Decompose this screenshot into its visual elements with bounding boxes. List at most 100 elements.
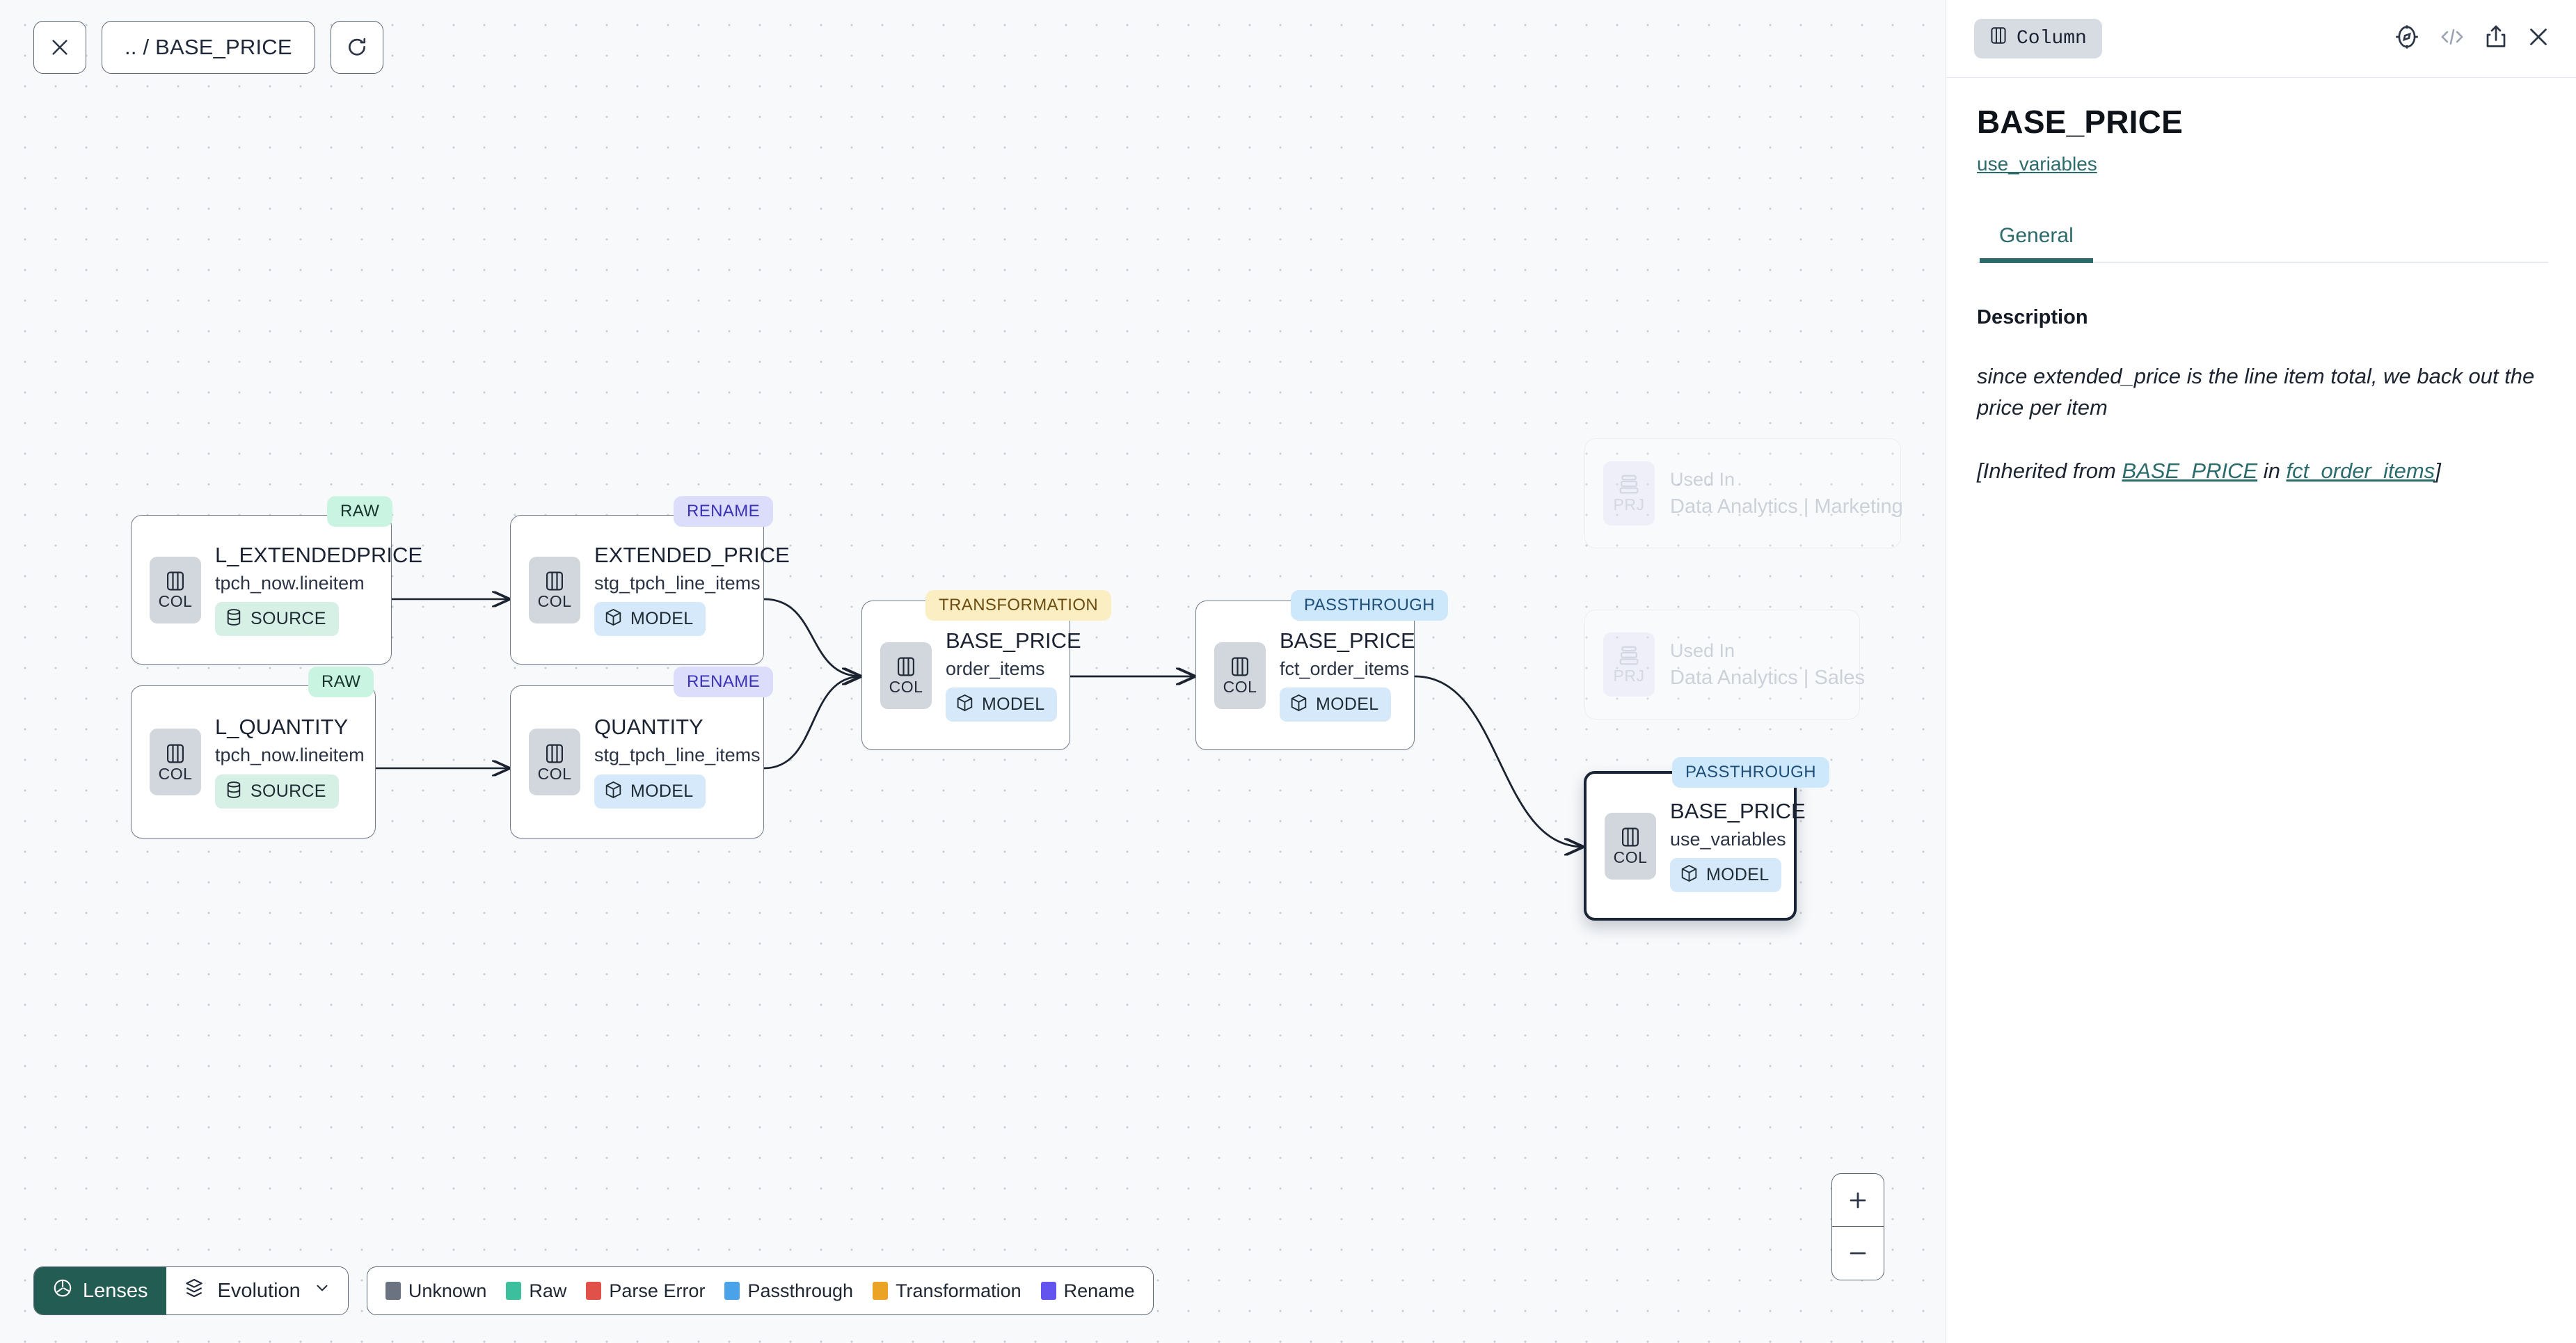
lens-selected-label: Evolution	[217, 1279, 301, 1302]
page-title: BASE_PRICE	[1977, 104, 2183, 140]
project-node[interactable]: PRJ Used In Data Analytics | Sales	[1584, 610, 1865, 720]
node-subtitle: tpch_now.lineitem	[215, 745, 365, 766]
node-kind-label: MODEL	[982, 694, 1045, 715]
layers-icon	[183, 1277, 205, 1305]
node-kind-label: MODEL	[630, 781, 694, 801]
compass-icon[interactable]	[2394, 24, 2420, 54]
lineage-canvas[interactable]: PRJ Used In Data Analytics | Marketing P…	[0, 0, 1946, 1343]
lenses-group: Lenses Evolution	[33, 1266, 349, 1315]
legend-swatch	[724, 1282, 740, 1300]
node-subtitle: stg_tpch_line_items	[594, 745, 761, 766]
parent-model-link[interactable]: use_variables	[1977, 153, 2097, 175]
legend-item[interactable]: Unknown	[385, 1280, 486, 1302]
close-icon[interactable]	[2526, 24, 2551, 53]
inherited-mid: in	[2257, 458, 2287, 483]
node-chip-label: COL	[889, 678, 923, 696]
node-kind-pill: MODEL	[1670, 858, 1782, 893]
node-kind-label: MODEL	[1316, 694, 1379, 715]
code-icon[interactable]	[2438, 25, 2466, 52]
zoom-out-button[interactable]	[1832, 1227, 1884, 1280]
node-chip-label: COL	[158, 764, 193, 783]
zoom-controls	[1831, 1173, 1884, 1280]
share-icon[interactable]	[2484, 24, 2508, 53]
database-icon	[225, 607, 243, 630]
cube-icon	[604, 780, 623, 803]
node-badge: RENAME	[674, 496, 774, 527]
project-name: Data Analytics | Sales	[1670, 666, 1865, 689]
node-kind-pill: MODEL	[946, 688, 1058, 722]
node-kind-pill: MODEL	[594, 774, 706, 809]
description-text: since extended_price is the line item to…	[1977, 364, 2535, 420]
node-kind-pill: MODEL	[594, 602, 706, 637]
legend-item[interactable]: Rename	[1040, 1280, 1135, 1302]
close-graph-button[interactable]	[33, 21, 86, 74]
node-title: BASE_PRICE	[946, 628, 1081, 653]
details-panel: Column	[1946, 0, 2576, 1343]
aperture-icon	[52, 1278, 73, 1304]
node-title: QUANTITY	[594, 715, 703, 740]
node-badge: PASSTHROUGH	[1672, 757, 1829, 788]
entity-type-chip: Column	[1974, 19, 2102, 58]
bottom-toolbar: Lenses Evolution Unknown Raw Parse Error Pa…	[33, 1266, 1154, 1315]
project-name: Data Analytics | Marketing	[1670, 495, 1903, 518]
legend-label: Rename	[1063, 1280, 1135, 1301]
cube-icon	[955, 693, 974, 716]
chevron-down-icon	[313, 1279, 331, 1303]
legend-item[interactable]: Passthrough	[724, 1280, 853, 1302]
cube-icon	[1680, 864, 1699, 887]
inherited-suffix: ]	[2435, 458, 2441, 483]
node-chip-label: COL	[537, 592, 572, 610]
legend-label: Parse Error	[609, 1280, 706, 1301]
legend-swatch	[586, 1282, 602, 1300]
node-badge: RAW	[327, 496, 393, 527]
node-badge: TRANSFORMATION	[925, 590, 1112, 621]
column-icon: COL	[150, 729, 201, 795]
node-title: L_QUANTITY	[215, 715, 349, 740]
legend-item[interactable]: Parse Error	[586, 1280, 705, 1302]
panel-tabs: General	[1977, 224, 2548, 263]
legend-item[interactable]: Raw	[506, 1280, 566, 1302]
node-kind-label: MODEL	[630, 609, 694, 629]
zoom-in-button[interactable]	[1832, 1174, 1884, 1227]
node-subtitle: stg_tpch_line_items	[594, 572, 761, 594]
breadcrumb[interactable]: .. / BASE_PRICE	[102, 21, 315, 74]
legend-item[interactable]: Transformation	[873, 1280, 1021, 1302]
node-subtitle: use_variables	[1670, 828, 1786, 850]
database-icon	[225, 780, 243, 803]
project-chip-label: PRJ	[1613, 495, 1645, 514]
node-chip-label: COL	[1613, 848, 1648, 866]
legend-swatch	[385, 1282, 401, 1300]
tab-general[interactable]: General	[1980, 224, 2093, 263]
canvas-toolbar: .. / BASE_PRICE	[33, 21, 383, 74]
column-icon: COL	[1214, 642, 1266, 709]
refresh-icon[interactable]	[330, 21, 383, 74]
node-title: BASE_PRICE	[1280, 628, 1415, 653]
node-chip-label: COL	[1223, 678, 1257, 696]
column-icon: COL	[150, 556, 201, 623]
legend-swatch	[506, 1282, 522, 1300]
node-chip-label: COL	[158, 592, 193, 610]
project-icon: PRJ	[1603, 633, 1655, 697]
node-badge: RAW	[308, 667, 374, 698]
inherited-column-link[interactable]: BASE_PRICE	[2122, 458, 2258, 483]
node-title: EXTENDED_PRICE	[594, 542, 790, 567]
cube-icon	[1289, 693, 1308, 716]
node-subtitle: tpch_now.lineitem	[215, 572, 365, 594]
node-kind-pill: SOURCE	[215, 774, 339, 809]
lens-select[interactable]: Evolution	[166, 1267, 348, 1314]
lenses-button[interactable]: Lenses	[34, 1267, 166, 1314]
legend-swatch	[1040, 1282, 1056, 1300]
cube-icon	[604, 607, 623, 630]
legend-swatch	[873, 1282, 889, 1300]
project-node[interactable]: PRJ Used In Data Analytics | Marketing	[1584, 438, 1903, 548]
column-icon	[1989, 26, 2007, 51]
inherited-model-link[interactable]: fct_order_items	[2286, 458, 2435, 483]
node-kind-label: SOURCE	[251, 609, 326, 629]
